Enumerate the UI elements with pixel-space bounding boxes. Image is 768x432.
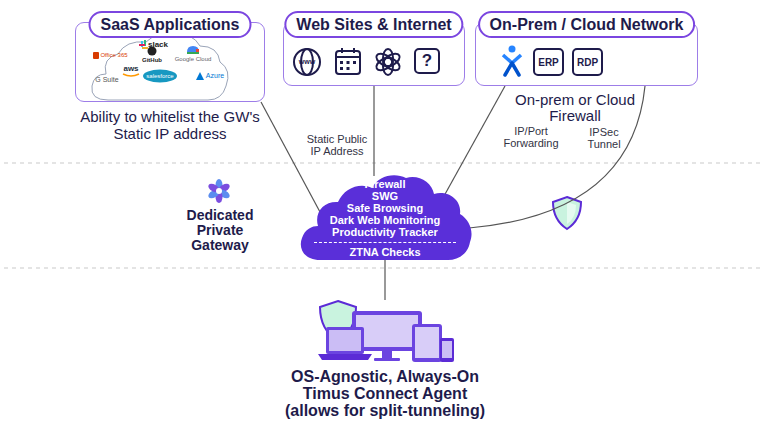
jira-icon bbox=[509, 46, 516, 53]
calendar-icon bbox=[353, 61, 356, 64]
jira-icon bbox=[505, 63, 519, 75]
gateway-label: Dedicated Private Gateway bbox=[174, 208, 266, 253]
devices-illustration bbox=[374, 358, 400, 361]
openai-icon bbox=[374, 49, 402, 75]
shield-icon bbox=[553, 197, 581, 229]
node-text: ? bbox=[422, 51, 432, 71]
devices-illustration bbox=[329, 330, 361, 351]
slack-logo bbox=[139, 44, 145, 46]
edge-label: Static Public IP Address bbox=[304, 133, 370, 157]
devices-illustration bbox=[415, 327, 439, 358]
calendar-icon bbox=[340, 67, 343, 70]
connector-line bbox=[444, 86, 505, 196]
openai-icon bbox=[374, 51, 395, 69]
feature-text: Productivity Tracker bbox=[298, 226, 472, 238]
calendar-icon bbox=[336, 51, 360, 74]
feature-text: Firewall bbox=[298, 178, 472, 190]
logo-text: Google Cloud bbox=[171, 56, 215, 63]
icon-box: ? bbox=[414, 48, 440, 74]
shield-icon bbox=[567, 202, 576, 224]
devices-illustration bbox=[440, 338, 454, 362]
connector-line bbox=[261, 102, 320, 212]
slack-logo bbox=[142, 47, 148, 49]
calendar-icon bbox=[353, 48, 355, 53]
logo-text: Office 365 bbox=[94, 52, 134, 59]
calendar-icon bbox=[336, 48, 360, 74]
shield-icon bbox=[553, 197, 581, 229]
calendar-icon bbox=[347, 67, 350, 70]
logo-text: G Suite bbox=[90, 76, 124, 84]
agent-caption: OS-Agnostic, Always-On Timus Connect Age… bbox=[279, 368, 491, 419]
globe-icon bbox=[294, 49, 320, 75]
zone-divider bbox=[4, 268, 764, 269]
gateway-cloud: FirewallSWGSafe BrowsingDark Web Monitor… bbox=[298, 168, 472, 262]
icon-box: RDP bbox=[572, 48, 603, 76]
devices-illustration bbox=[318, 354, 372, 360]
panel-heading: Web Sites & Internet bbox=[284, 11, 463, 38]
calendar-icon bbox=[336, 56, 360, 58]
devices-illustration bbox=[356, 315, 418, 347]
gateway-icon bbox=[207, 179, 231, 203]
edge-label: IP/Port Forwarding bbox=[499, 125, 563, 149]
icon-box: ERP bbox=[533, 48, 564, 76]
logo-text: aws bbox=[120, 64, 142, 73]
jira-icon bbox=[503, 46, 521, 76]
slack-logo bbox=[139, 40, 148, 49]
aws-smile bbox=[123, 74, 139, 76]
icon-text: www bbox=[296, 57, 318, 66]
devices-illustration bbox=[318, 301, 454, 362]
edge-label: IPSec Tunnel bbox=[583, 126, 625, 150]
logo-text: Azure bbox=[201, 72, 229, 80]
saas-cloud-outline bbox=[92, 34, 228, 100]
office-logo bbox=[93, 52, 99, 59]
google-cloud-logo bbox=[196, 49, 199, 52]
connector-line bbox=[373, 86, 374, 176]
panel-heading: On-Prem / Cloud Network bbox=[478, 11, 696, 38]
devices-illustration bbox=[412, 324, 442, 362]
connector-line bbox=[469, 86, 645, 228]
panel-heading: SaaS Applications bbox=[89, 11, 252, 38]
agent-block: OS-Agnostic, Always-On Timus Connect Age… bbox=[279, 300, 491, 425]
note-text: Ability to whitelist the GW's Static IP … bbox=[70, 108, 270, 142]
google-cloud-logo bbox=[187, 46, 199, 54]
connector-line bbox=[384, 259, 385, 300]
note-text: On-prem or Cloud Firewall bbox=[505, 92, 645, 124]
category-panel: Web Sites & Internet? bbox=[283, 22, 465, 86]
calendar-icon bbox=[340, 61, 343, 64]
node-text: RDP bbox=[577, 57, 598, 68]
calendar-icon bbox=[341, 48, 343, 53]
devices-illustration bbox=[382, 351, 392, 358]
google-cloud-logo bbox=[187, 52, 199, 54]
feature-text: SWG bbox=[298, 190, 472, 202]
zone-divider bbox=[4, 163, 764, 164]
calendar-icon bbox=[347, 61, 350, 64]
globe-icon bbox=[294, 49, 320, 75]
logo-text: slack bbox=[143, 40, 173, 49]
gateway-icon bbox=[216, 188, 222, 194]
node-text: ERP bbox=[538, 57, 559, 68]
logo-text: salesforce bbox=[142, 73, 178, 80]
devices-illustration bbox=[442, 341, 452, 358]
salesforce-logo bbox=[143, 70, 177, 83]
logo-text: GitHub bbox=[137, 57, 167, 64]
azure-logo bbox=[196, 72, 204, 80]
zone-divider bbox=[4, 163, 764, 268]
google-cloud-logo bbox=[187, 46, 199, 52]
feature-text: ZTNA Checks bbox=[314, 242, 456, 258]
feature-text: Dark Web Monitoring bbox=[298, 214, 472, 226]
devices-illustration bbox=[326, 327, 364, 354]
category-panel: SaaS Applications bbox=[75, 22, 265, 102]
feature-text: Safe Browsing bbox=[298, 202, 472, 214]
category-panel: On-Prem / Cloud NetworkERPRDP bbox=[475, 22, 698, 86]
